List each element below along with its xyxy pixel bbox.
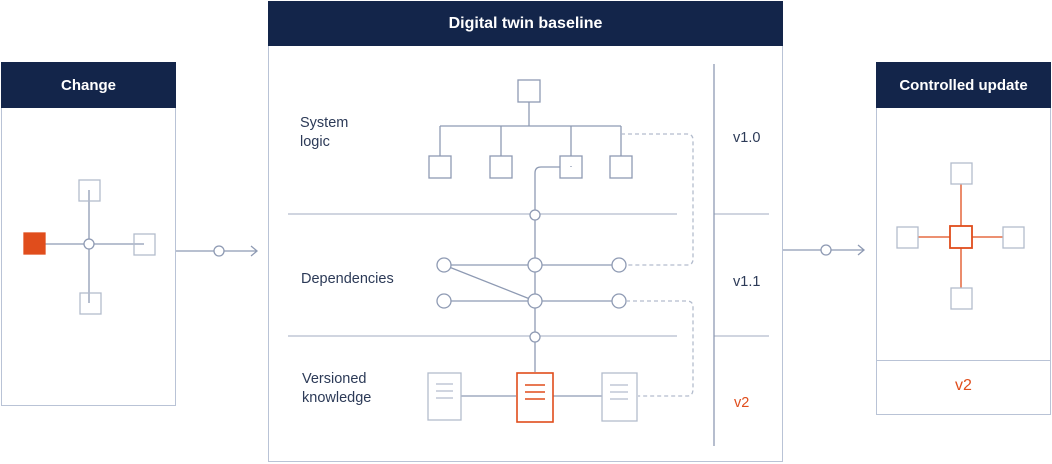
- version-label-v1-0: v1.0: [733, 130, 761, 146]
- document-icon: [427, 372, 462, 421]
- row-label-dependencies: Dependencies: [301, 270, 394, 289]
- arrow-junction: [820, 244, 832, 256]
- dependency-node: [611, 293, 627, 309]
- logic-child-node: [489, 155, 513, 179]
- row-label-line: knowledge: [302, 390, 372, 406]
- dependency-node: [436, 293, 452, 309]
- update-left-node: [896, 226, 919, 249]
- change-bottom-node: [79, 292, 102, 315]
- change-center-junction: [83, 238, 95, 250]
- dependency-node: [611, 257, 627, 273]
- dependency-node: [527, 293, 543, 309]
- document-icon: [601, 372, 638, 422]
- row-junction: [529, 209, 541, 221]
- update-right-node: [1002, 226, 1025, 249]
- logic-root-node: [517, 79, 541, 103]
- versioned-documents: [427, 372, 638, 423]
- row-junction: [529, 331, 541, 343]
- row-label-line: System: [300, 115, 349, 131]
- document-current-icon: [516, 372, 554, 423]
- system-logic-tree: [428, 79, 633, 179]
- update-bottom-node: [950, 287, 973, 310]
- row-label-line: Versioned: [302, 371, 367, 387]
- update-node-graph: [896, 162, 1025, 310]
- version-dashed-links: [621, 133, 694, 397]
- logic-child-node: [609, 155, 633, 179]
- version-label-v1-1: v1.1: [733, 274, 761, 290]
- arrow-change-to-baseline: [176, 245, 259, 257]
- arrow-junction: [213, 245, 225, 257]
- row-label-line: logic: [300, 134, 330, 150]
- logic-child-node: [428, 155, 452, 179]
- baseline-panel: Digital twin baseline System logic Depen…: [268, 1, 783, 462]
- change-top-node: [78, 179, 101, 202]
- change-right-node: [133, 233, 156, 256]
- change-highlighted-node: [23, 232, 46, 255]
- dependency-node: [527, 257, 543, 273]
- update-panel-title: Controlled update: [876, 62, 1051, 108]
- update-version-label: v2: [955, 377, 972, 394]
- trace-path: [534, 166, 572, 372]
- baseline-row-dividers: [288, 64, 769, 446]
- baseline-panel-title: Digital twin baseline: [268, 1, 783, 46]
- row-label-versioned-knowledge: Versioned knowledge: [302, 370, 371, 408]
- version-label-v2: v2: [734, 395, 750, 411]
- update-highlighted-node: [949, 225, 973, 249]
- arrow-baseline-to-update: [783, 244, 866, 256]
- row-label-line: Dependencies: [301, 271, 394, 287]
- row-label-system-logic: System logic: [300, 114, 348, 152]
- dependencies-graph: [436, 209, 627, 343]
- update-panel-divider: [877, 360, 1050, 361]
- change-node-graph: [23, 179, 156, 315]
- update-top-node: [950, 162, 973, 185]
- dependency-node: [436, 257, 452, 273]
- change-panel-title: Change: [1, 62, 176, 108]
